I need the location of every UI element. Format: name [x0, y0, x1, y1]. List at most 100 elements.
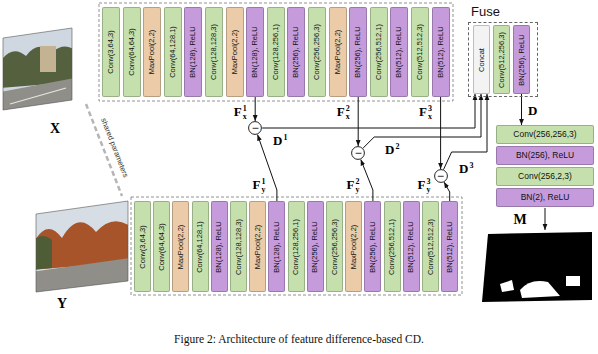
annotation-text: shared parameters: [99, 117, 129, 178]
layer-label: Conv(64,128,1): [169, 26, 177, 78]
feature-arrow: [361, 160, 373, 201]
bn-relu-layer: BN(512), ReLU: [403, 201, 420, 292]
symbol-base: F: [419, 104, 427, 119]
feature-arrow: [363, 94, 481, 148]
image-frame: [3, 28, 72, 110]
bn-relu-layer: BN(128), ReLU: [211, 201, 228, 292]
subscript: x: [243, 113, 247, 121]
encoder-group-outline: [99, 3, 453, 101]
symbol-index: y1: [261, 178, 265, 194]
conv-layer: Conv(256,512,1): [370, 7, 388, 97]
subscript: [469, 170, 473, 178]
layer-label: BN(512), ReLU: [437, 26, 445, 77]
feature-label: Fx1: [233, 105, 248, 121]
layer-label: Conv(64,64,3): [158, 223, 166, 271]
feature-label: D3: [458, 162, 474, 178]
superscript: 1: [283, 134, 287, 142]
maxpool-layer: MaxPool(2,2): [172, 201, 189, 292]
bn-relu-layer: BN(512), ReLU: [432, 7, 450, 97]
image-house: [40, 46, 56, 72]
symbol-base: D: [273, 133, 282, 148]
layer-label: MaxPool(2,2): [177, 224, 185, 269]
image-road-mark: [10, 88, 66, 104]
difference-circle-outline: [249, 122, 262, 135]
layer-label: BN(128), ReLU: [251, 26, 259, 77]
symbol-index: 2: [395, 143, 399, 159]
bn-relu-layer: BN(256), ReLU: [287, 7, 305, 97]
layer-label: BN(512), ReLU: [408, 221, 416, 272]
bn-relu-layer: BN(256), ReLU: [513, 25, 530, 94]
symbol-index: y3: [426, 178, 430, 194]
mask-blob: [520, 281, 560, 298]
subscript: y: [355, 186, 359, 194]
subscript: y: [261, 186, 265, 194]
variable-label: Y: [56, 297, 68, 311]
bn-relu-layer: BN(2), ReLU: [496, 188, 594, 207]
conv-layer: Conv(512,256,3): [493, 25, 510, 94]
feature-label: D: [527, 104, 538, 117]
conv-layer: Conv(512,512,3): [422, 201, 439, 292]
layer-label: Conv(128,128,3): [235, 219, 243, 275]
image-frame: [36, 201, 128, 292]
conv-layer: Conv(256,2,3): [496, 167, 594, 186]
symbol-index: y2: [355, 178, 359, 194]
superscript: 1: [261, 178, 265, 186]
layer-label: BN(512), ReLU: [396, 26, 404, 77]
symbol-base: X: [50, 121, 60, 136]
conv-layer: Conv(64,64,3): [123, 7, 141, 97]
difference-node: −: [248, 121, 262, 135]
feature-arrow: [262, 94, 475, 128]
symbol-base: F: [347, 177, 355, 192]
superscript: 2: [355, 178, 359, 186]
conv-layer: Conv(256,512,1): [384, 201, 401, 292]
bn-relu-layer: BN(512), ReLU: [390, 7, 408, 97]
superscript: 1: [243, 105, 247, 113]
conv-layer: Conv(3,64,3): [102, 7, 120, 97]
subscript: y: [426, 186, 430, 194]
layer-label: Conv(256,512,1): [375, 24, 383, 80]
bn-relu-layer: BN(256), ReLU: [364, 201, 381, 292]
conv-layer: Conv(128,128,3): [205, 7, 223, 97]
minus-sign: −: [252, 122, 259, 134]
group-heading: Fuse: [471, 5, 500, 19]
concat-layer: Concat: [473, 25, 490, 94]
layer-label: BN(2), ReLU: [521, 193, 570, 202]
conv-layer: Conv(256,256,3): [496, 125, 594, 144]
image-road: [0, 78, 75, 115]
subscript: x: [346, 113, 350, 121]
superscript: 3: [469, 162, 473, 170]
layer-label: Conv(256,256,3): [513, 130, 576, 139]
fuse-group: ConcatConv(512,256,3)BN(256), ReLUFuse: [468, 22, 538, 97]
image-road: [30, 258, 130, 295]
layer-label: Concat: [478, 48, 486, 72]
variable-label: X: [49, 122, 61, 136]
encoder-group-outline: [131, 197, 462, 295]
symbol-base: D: [385, 142, 394, 157]
subscript: x: [428, 113, 432, 121]
minus-sign: −: [437, 170, 444, 182]
feature-arrow: [255, 97, 256, 121]
symbol-base: M: [514, 212, 527, 227]
minus-sign: −: [355, 147, 362, 159]
maxpool-layer: MaxPool(2,2): [143, 7, 161, 97]
layer-label: Conv(256,512,1): [388, 219, 396, 275]
symbol-base: D: [528, 103, 537, 118]
image-sky: [0, 25, 75, 115]
conv-layer: Conv(64,128,1): [164, 7, 182, 97]
layer-label: BN(128), ReLU: [273, 221, 281, 272]
layer-label: Conv(64,64,3): [128, 28, 136, 76]
bn-relu-layer: BN(256), ReLU: [349, 7, 367, 97]
layer-label: Conv(128,256,1): [292, 219, 300, 275]
feature-label: Fx2: [336, 105, 351, 121]
layer-label: Conv(512,256,3): [498, 32, 506, 88]
difference-node: −: [434, 169, 448, 183]
maxpool-layer: MaxPool(2,2): [329, 7, 347, 97]
layer-label: Conv(256,256,3): [331, 219, 339, 275]
layer-label: MaxPool(2,2): [231, 30, 239, 75]
maxpool-layer: MaxPool(2,2): [345, 201, 362, 292]
symbol-base: Y: [57, 296, 67, 311]
change-mask: [482, 232, 592, 302]
feature-label: Fy1: [252, 178, 267, 194]
mask-blob: [566, 276, 580, 286]
conv-layer: Conv(128,128,3): [230, 201, 247, 292]
